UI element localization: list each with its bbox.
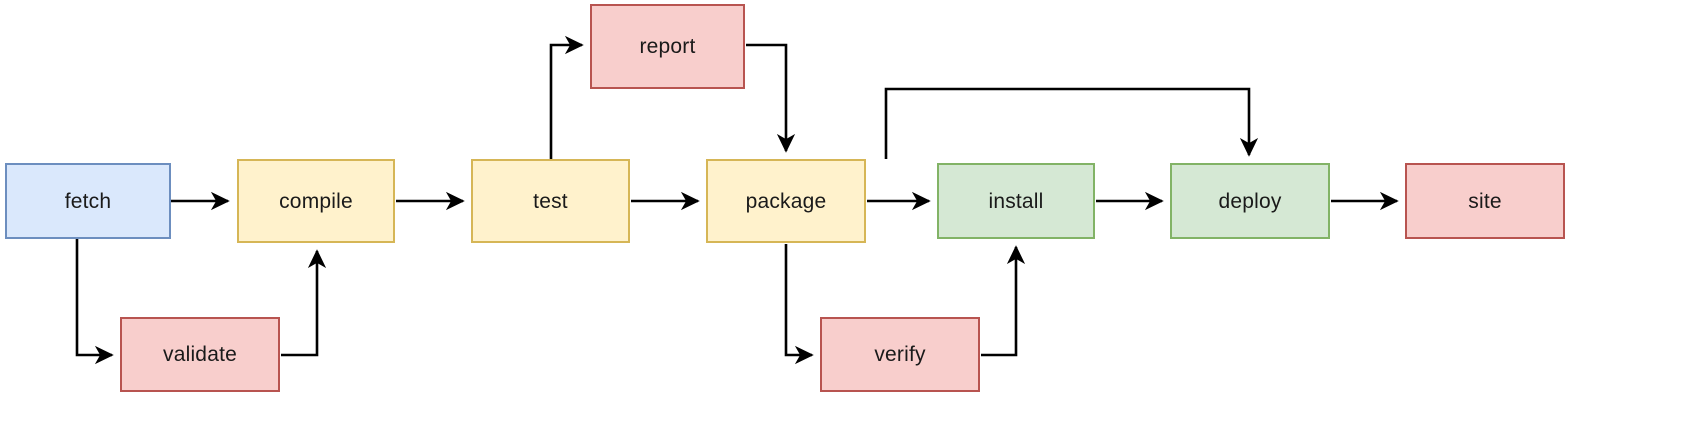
node-compile-label: compile xyxy=(279,189,353,213)
node-install[interactable]: install xyxy=(937,163,1095,239)
node-site[interactable]: site xyxy=(1405,163,1565,239)
node-verify[interactable]: verify xyxy=(820,317,980,392)
node-validate[interactable]: validate xyxy=(120,317,280,392)
edge-test-report xyxy=(549,35,584,159)
node-validate-label: validate xyxy=(163,343,237,366)
node-compile[interactable]: compile xyxy=(237,159,395,243)
edge-fetch-validate xyxy=(75,239,114,365)
edge-validate-compile xyxy=(281,249,327,357)
node-deploy[interactable]: deploy xyxy=(1170,163,1330,239)
node-install-label: install xyxy=(988,189,1044,213)
node-fetch-label: fetch xyxy=(64,189,112,213)
node-report[interactable]: report xyxy=(590,4,745,89)
edge-verify-install xyxy=(981,245,1026,357)
node-verify-label: verify xyxy=(874,343,926,366)
edge-package-verify xyxy=(784,244,814,365)
node-deploy-label: deploy xyxy=(1218,189,1282,213)
node-package[interactable]: package xyxy=(706,159,866,243)
node-test-label: test xyxy=(533,189,568,213)
node-site-label: site xyxy=(1468,189,1502,213)
edge-package-deploy xyxy=(884,87,1259,159)
node-report-label: report xyxy=(639,35,696,58)
node-fetch[interactable]: fetch xyxy=(5,163,171,239)
node-package-label: package xyxy=(745,189,827,213)
node-test[interactable]: test xyxy=(471,159,630,243)
edge-report-package xyxy=(746,43,796,153)
